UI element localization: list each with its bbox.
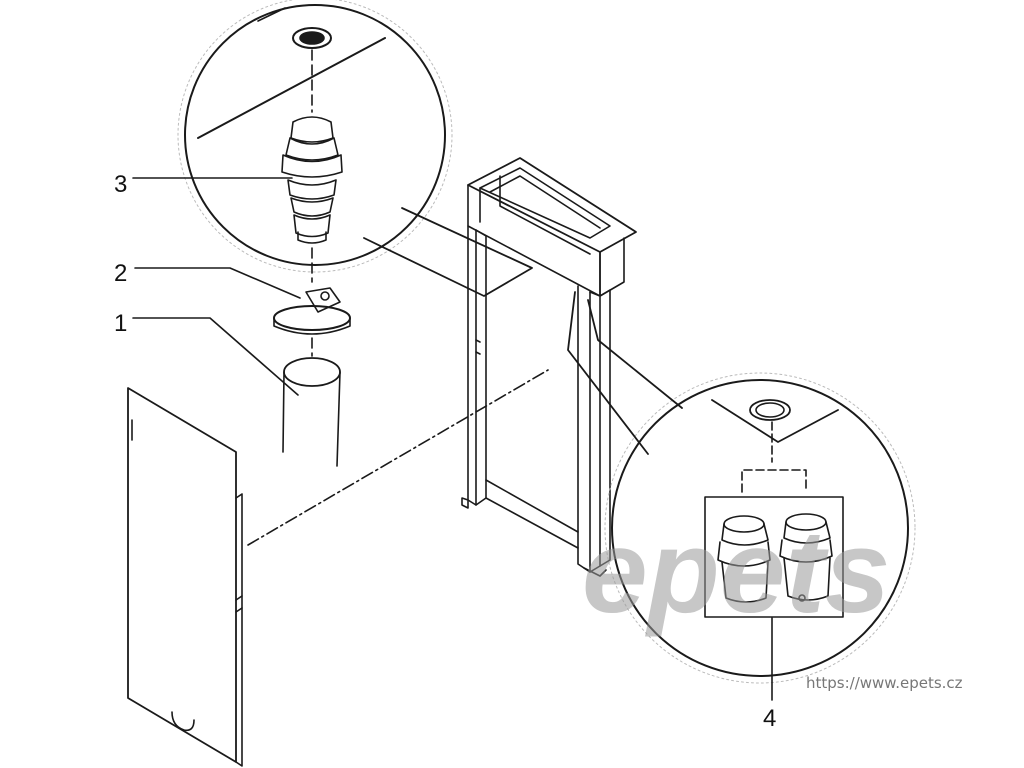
callout-1-label: 1 [114,310,127,337]
callout-4-label: 4 [763,705,776,732]
left-hose-fitting-icon [717,515,771,603]
corrugated-hose-icon [281,116,343,244]
pipe-stub-icon [282,357,341,467]
hose-clamp-icon [273,287,351,335]
lower-detail-circle [567,291,916,701]
watermark-logo-text: epets [582,506,890,638]
upper-detail-circle [177,0,533,297]
front-cover-panel [127,387,243,767]
right-hose-fitting-icon [779,513,833,602]
top-opening-icon [292,27,332,49]
callout-2-leader [134,267,301,299]
installation-frame [461,157,637,577]
callout-1-leader [132,317,299,396]
callout-2-label: 2 [114,260,127,287]
watermark-url: https://www.epets.cz [806,674,963,692]
callout-3-label: 3 [114,171,127,198]
epets-watermark: epets https://www.epets.cz [582,506,963,692]
alignment-axis [247,369,549,546]
